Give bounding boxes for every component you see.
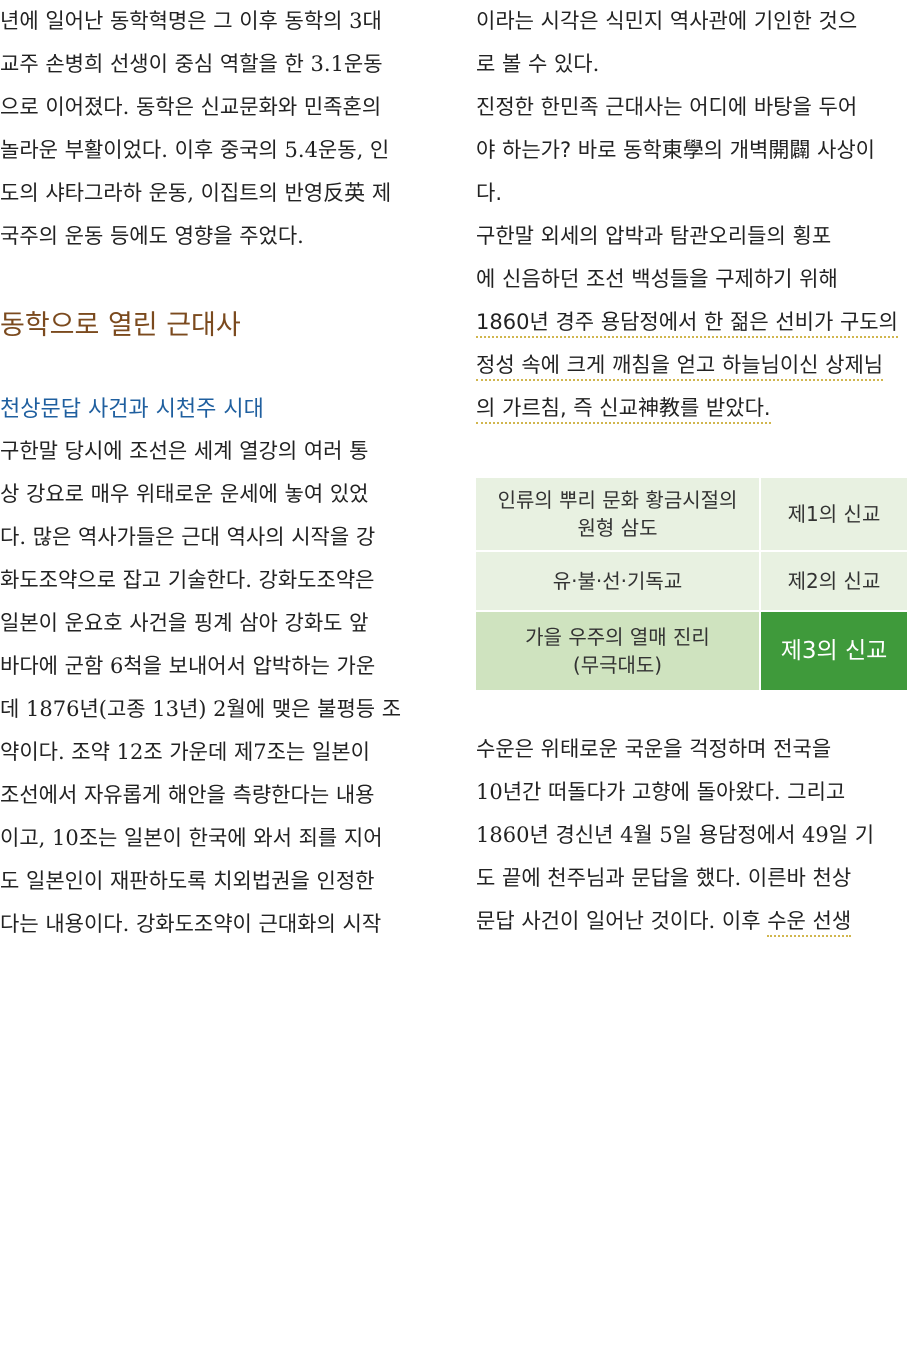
cell-line: (무극대도) [572, 653, 663, 677]
cell-line: 원형 삼도 [577, 516, 658, 540]
body-paragraph: 구한말 당시에 조선은 세계 열강의 여러 통 상 강요로 매우 위태로운 운세… [0, 430, 432, 946]
intro-line: 국주의 운동 등에도 영향을 주었다. [0, 224, 304, 248]
table-row: 유·불·선·기독교 제2의 신교 [476, 552, 907, 610]
paragraph-line: 문답 사건이 일어난 것이다. 이후 [476, 909, 768, 933]
intro-line: 도의 샤타그라하 운동, 이집트의 반영反英 제 [0, 181, 392, 205]
paragraph-line: 도 끝에 천주님과 문답을 했다. 이른바 천상 [476, 866, 852, 890]
section-title: 동학으로 열린 근대사 [0, 310, 241, 341]
intro-line: 으로 이어졌다. 동학은 신교문화와 민족혼의 [0, 95, 382, 119]
body-line: 조선에서 자유롭게 해안을 측량한다는 내용 [0, 783, 375, 807]
singyo-table: 인류의 뿌리 문화 황금시절의 원형 삼도 제1의 신교 유·불·선·기독교 제… [476, 478, 907, 690]
spacer [0, 346, 432, 390]
body-line: 다. 많은 역사가들은 근대 역사의 시작을 강 [0, 525, 376, 549]
paragraph-2: 진정한 한민족 근대사는 어디에 바탕을 두어 야 하는가? 바로 동학東學의 … [476, 86, 907, 215]
body-line: 바다에 군함 6척을 보내어서 압박하는 가운 [0, 654, 376, 678]
body-line: 구한말 당시에 조선은 세계 열강의 여러 통 [0, 439, 369, 463]
intro-line: 놀라운 부활이었다. 이후 중국의 5.4운동, 인 [0, 138, 390, 162]
right-column: 이라는 시각은 식민지 역사관에 기인한 것으 로 볼 수 있다. 진정한 한민… [476, 0, 907, 943]
intro-line: 교주 손병희 선생이 중심 역할을 한 3.1운동 [0, 52, 383, 76]
left-column: 년에 일어난 동학혁명은 그 이후 동학의 3대 교주 손병희 선생이 중심 역… [0, 0, 432, 946]
cell-line: 인류의 뿌리 문화 황금시절의 [497, 488, 738, 512]
highlighted-text: 수운 선생 [767, 909, 852, 937]
body-line: 약이다. 조약 12조 가운데 제7조는 일본이 [0, 740, 370, 764]
table-cell-description: 인류의 뿌리 문화 황금시절의 원형 삼도 [476, 478, 759, 550]
table-cell-label: 제3의 신교 [761, 612, 907, 690]
body-line: 이고, 10조는 일본이 한국에 와서 죄를 지어 [0, 826, 383, 850]
intro-paragraph: 년에 일어난 동학혁명은 그 이후 동학의 3대 교주 손병희 선생이 중심 역… [0, 0, 432, 258]
paragraph-4: 수운은 위태로운 국운을 걱정하며 전국을 10년간 떠돌다가 고향에 돌아왔다… [476, 728, 907, 943]
spacer [0, 258, 432, 306]
spacer [476, 690, 907, 728]
highlighted-line: 의 가르침, 즉 신교神教를 받았다. [476, 396, 771, 424]
spacer [476, 430, 907, 478]
body-line: 일본이 운요호 사건을 핑계 삼아 강화도 앞 [0, 611, 369, 635]
paragraph-3: 구한말 외세의 압박과 탐관오리들의 횡포 에 신음하던 조선 백성들을 구제하… [476, 215, 907, 430]
table-cell-label: 제2의 신교 [761, 552, 907, 610]
table-cell-description: 가을 우주의 열매 진리 (무극대도) [476, 612, 759, 690]
cell-line: 가을 우주의 열매 진리 [525, 625, 710, 649]
paragraph-line: 진정한 한민족 근대사는 어디에 바탕을 두어 [476, 95, 858, 119]
table-cell-label: 제1의 신교 [761, 478, 907, 550]
body-line: 상 강요로 매우 위태로운 운세에 놓여 있었 [0, 482, 369, 506]
cell-line: 유·불·선·기독교 [552, 569, 683, 593]
highlighted-line: 정성 속에 크게 깨침을 얻고 하늘님이신 상제님 [476, 353, 884, 381]
body-line: 화도조약으로 잡고 기술한다. 강화도조약은 [0, 568, 375, 592]
paragraph-line: 1860년 경신년 4월 5일 용담정에서 49일 기 [476, 823, 875, 847]
paragraph-line: 에 신음하던 조선 백성들을 구제하기 위해 [476, 267, 838, 291]
paragraph-line: 다. [476, 181, 502, 205]
body-line: 다는 내용이다. 강화도조약이 근대화의 시작 [0, 912, 382, 936]
paragraph-line: 수운은 위태로운 국운을 걱정하며 전국을 [476, 737, 832, 761]
highlighted-line: 1860년 경주 용담정에서 한 젊은 선비가 구도의 [476, 310, 898, 338]
paragraph-line: 로 볼 수 있다. [476, 52, 600, 76]
paragraph-line: 구한말 외세의 압박과 탐관오리들의 횡포 [476, 224, 832, 248]
paragraph-line: 10년간 떠돌다가 고향에 돌아왔다. 그리고 [476, 780, 846, 804]
body-line: 데 1876년(고종 13년) 2월에 맺은 불평등 조 [0, 697, 402, 721]
intro-line: 년에 일어난 동학혁명은 그 이후 동학의 3대 [0, 9, 382, 33]
paragraph-line: 야 하는가? 바로 동학東學의 개벽開闢 사상이 [476, 138, 876, 162]
paragraph-1: 이라는 시각은 식민지 역사관에 기인한 것으 로 볼 수 있다. [476, 0, 907, 86]
body-line: 도 일본인이 재판하도록 치외법권을 인정한 [0, 869, 375, 893]
table-row: 가을 우주의 열매 진리 (무극대도) 제3의 신교 [476, 612, 907, 690]
paragraph-line: 이라는 시각은 식민지 역사관에 기인한 것으 [476, 9, 858, 33]
table-row: 인류의 뿌리 문화 황금시절의 원형 삼도 제1의 신교 [476, 478, 907, 550]
table-cell-description: 유·불·선·기독교 [476, 552, 759, 610]
sub-title: 천상문답 사건과 시천주 시대 [0, 397, 264, 422]
